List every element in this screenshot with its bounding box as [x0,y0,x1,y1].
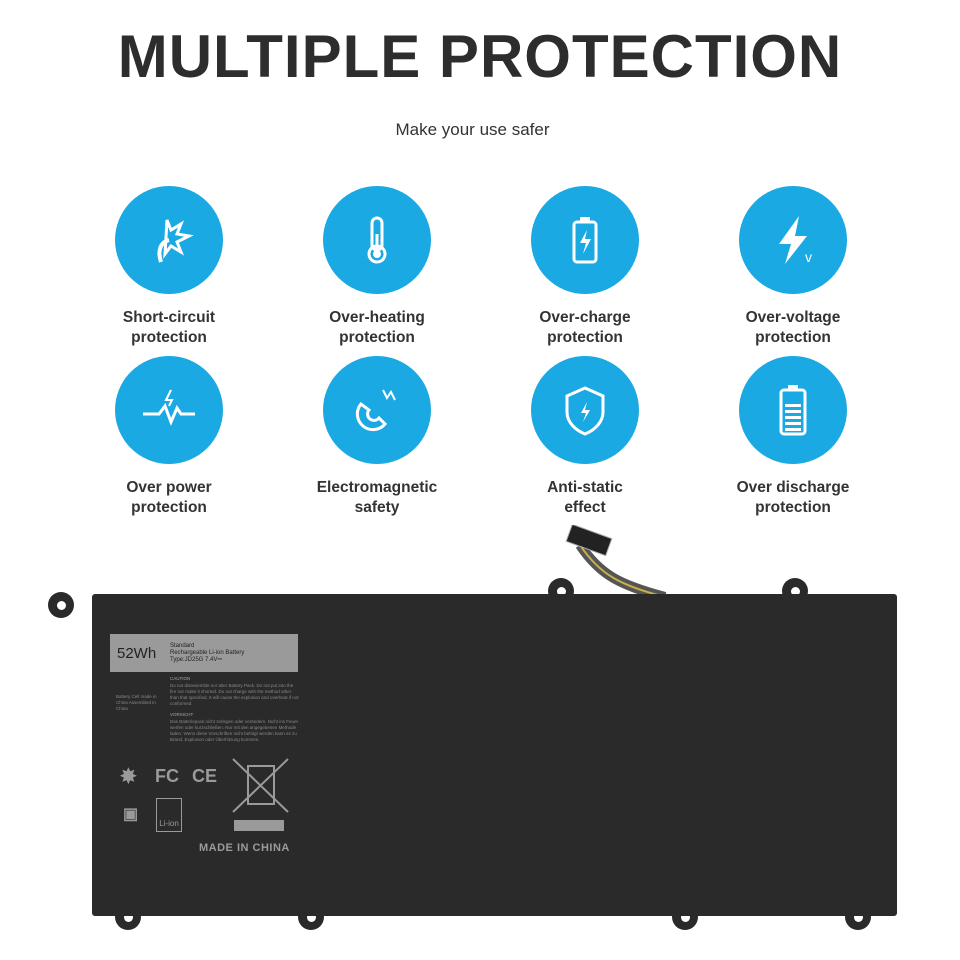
feature-power-pulse: Over power protection [69,356,269,518]
feature-label-line2: protection [755,329,831,346]
subtitle: Make your use safer [395,120,550,139]
weee-bin-icon [232,758,289,831]
feature-battery-charge: Over-charge protection [485,186,685,348]
feature-label-line1: Over-heating [329,309,425,326]
feature-label: Over power protection [69,478,269,518]
feature-label-line2: safety [354,499,400,516]
feature-label-line2: effect [564,499,606,516]
feature-circle [531,356,639,464]
svg-text:v: v [805,249,812,265]
feature-thermometer: Over-heating protection [277,186,477,348]
li-ion-recycle-icon: Li-ion [156,798,182,832]
feature-label-line1: Over power [126,479,212,496]
feature-label-line2: protection [755,499,831,516]
spec-standard: Standard [170,642,195,649]
feature-label-line1: Over discharge [736,479,850,496]
caution-text: Do not disassemble nor alter Battery Pac… [170,683,299,706]
feature-label-line2: protection [131,499,207,516]
shield-icon [565,386,605,436]
caution-title: CAUTION [170,676,191,681]
feature-label-line1: Over-charge [539,309,631,326]
feature-magnet: Electromagnetic safety [277,356,477,518]
spec-type: Rechargeable Li-ion Battery [170,649,245,656]
battery-level-icon [779,385,807,436]
origin-text: Battery Cell made in China Assembled in … [116,694,157,711]
feature-label-line1: Electromagnetic [316,479,438,496]
ce-mark: CE [192,766,218,786]
feature-circle [115,356,223,464]
spec-model: Type:JD25G 7.4V⎓ [170,656,223,663]
connector-cable [565,525,667,602]
feature-shield: Anti-static effect [485,356,685,518]
feature-label-line2: protection [547,329,623,346]
short-circuit-icon [157,219,194,263]
lightning-voltage-icon: v [779,216,812,265]
vorsicht-title: VORSICHT [170,712,194,717]
page-title: MULTIPLE PROTECTION [117,23,843,90]
capacity: 52Wh [117,644,157,662]
power-pulse-icon [143,389,195,427]
fire-hazard-icon: ✸ [120,766,137,788]
feature-short-circuit: Short-circuit protection [69,186,269,348]
feature-circle [531,186,639,294]
feature-label: Electromagnetic safety [277,478,477,518]
feature-label: Anti-static effect [485,478,685,518]
feature-circle [115,186,223,294]
feature-label-line1: Short-circuit [122,309,216,326]
battery-pack: 52Wh Standard Rechargeable Li-ion Batter… [92,594,897,916]
feature-label: Over-voltage protection [693,308,893,348]
feature-label: Over-heating protection [277,308,477,348]
feature-circle [739,356,847,464]
feature-battery-level: Over discharge protection [693,356,893,518]
feature-label-line2: protection [131,329,207,346]
made-in-china: MADE IN CHINA [199,842,290,854]
feature-circle [323,356,431,464]
battery-charge-icon [572,217,598,264]
fcc-mark: FC [155,766,179,786]
feature-label-line1: Anti-static [547,479,623,496]
magnet-icon [355,389,396,432]
feature-label: Over discharge protection [693,478,893,518]
feature-label-line1: Over-voltage [745,309,841,326]
vorsicht-text: Das Batteriepack nicht zerlegen oder ver… [170,719,299,742]
feature-label-line2: protection [339,329,415,346]
thermometer-icon [367,216,387,264]
battery-label: 52Wh Standard Rechargeable Li-ion Batter… [110,634,298,672]
feature-circle: v [739,186,847,294]
feature-label: Short-circuit protection [69,308,269,348]
feature-circle [323,186,431,294]
recycle-mark-icon: ▣ [123,806,139,823]
feature-label: Over-charge protection [485,308,685,348]
mount-tab [48,592,74,618]
